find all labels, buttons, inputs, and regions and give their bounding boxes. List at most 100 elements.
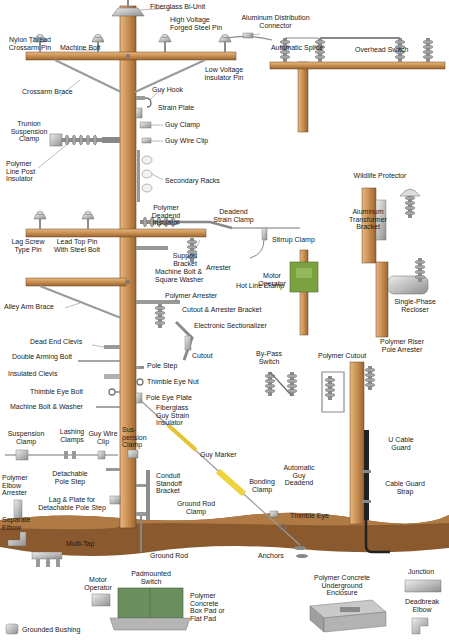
- part-label: Ground Rod: [150, 552, 200, 560]
- part-label: Conduit Standoff Bracket: [156, 472, 196, 495]
- part-label: Cable Guard Strap: [384, 480, 426, 495]
- middle-crossarm: [26, 229, 206, 237]
- lower-hardware: [137, 379, 143, 385]
- overhead-switch: [270, 38, 445, 132]
- guy-wire: [140, 400, 300, 545]
- part-label: Nylon Thread Crossarm Pin: [4, 36, 56, 51]
- part-label: By-Pass Switch: [252, 350, 286, 365]
- part-label: Guy Clamp: [165, 121, 215, 129]
- top-crossarm: [243, 33, 253, 38]
- part-label: Aluminum Transformer Bracket: [346, 208, 390, 231]
- part-label: Motor Operator: [82, 576, 114, 591]
- upper-hardware: [136, 108, 142, 118]
- riser-pole: [350, 362, 364, 524]
- alley-arm: [40, 286, 121, 318]
- guy-wire: [294, 546, 306, 550]
- cable-clamps: [5, 450, 138, 460]
- base-hardware: [146, 470, 150, 520]
- part-label: Bonding Clamp: [246, 478, 278, 493]
- leader-lines: [250, 34, 260, 35]
- part-label: Thimble Eye Bolt: [30, 388, 90, 396]
- part-label: Polymer Cutout: [318, 352, 378, 360]
- top-crossarm: [159, 35, 171, 53]
- part-label: Ground Rod Clamp: [176, 500, 216, 515]
- underground-parts: [8, 532, 26, 546]
- padmounted-switch: [110, 618, 190, 630]
- part-label: Arrester: [206, 264, 246, 272]
- part-label: Strain Plate: [158, 104, 208, 112]
- part-label: Electronic Sectionalizer: [194, 322, 284, 330]
- riser-pole: [366, 520, 390, 552]
- upper-hardware: [142, 156, 152, 164]
- lower-hardware: [109, 389, 115, 395]
- deadend-assembly: [180, 222, 232, 228]
- overhead-switch: [423, 38, 433, 62]
- lower-hardware: [115, 391, 120, 392]
- top-crossarm: [55, 60, 121, 92]
- ground: [0, 513, 449, 556]
- cable-clamps: [16, 450, 28, 460]
- switch-cutout: [265, 372, 344, 412]
- part-label: Automatic Guy Deadend: [282, 464, 316, 487]
- base-hardware: [106, 468, 120, 471]
- part-label: Guy Marker: [200, 451, 250, 459]
- part-label: Polymer Deadend Insulator: [138, 204, 194, 227]
- riser-pole: [362, 470, 371, 473]
- riser-pole: [350, 362, 390, 552]
- guy-wire: [270, 511, 278, 517]
- padmounted-switch: [150, 588, 151, 618]
- leader-lines: [196, 240, 200, 248]
- guy-wire: [280, 524, 286, 530]
- cable-clamps: [72, 451, 76, 459]
- enclosure: [310, 600, 386, 632]
- ground: [0, 513, 449, 529]
- cutout-assembly: [185, 336, 191, 350]
- leader-lines: [151, 125, 163, 126]
- middle-crossarm: [136, 246, 168, 250]
- underground-parts: [6, 624, 18, 634]
- part-label: Detachable Pole Step: [48, 470, 92, 485]
- underground-parts: [46, 559, 50, 567]
- part-label: Anchors: [258, 552, 298, 560]
- part-label: Junction: [408, 568, 448, 576]
- part-label: Double Arming Bolt: [12, 353, 78, 361]
- base-hardware: [106, 468, 150, 552]
- upper-hardware: [142, 138, 151, 143]
- part-label: Automatic Splice: [262, 44, 332, 52]
- cutout-assembly: [136, 300, 180, 304]
- part-label: Cutout: [192, 352, 232, 360]
- upper-hardware: [142, 184, 152, 192]
- recloser: [415, 258, 425, 282]
- switch-cutout: [325, 376, 335, 400]
- motor-operator: [290, 250, 318, 335]
- middle-crossarm: [34, 212, 46, 230]
- lower-hardware: [78, 360, 120, 362]
- part-label: Thimble Eye: [290, 512, 340, 520]
- part-label: Pole Step: [147, 362, 187, 370]
- part-label: Padmounted Switch: [128, 570, 174, 585]
- enclosure: [310, 606, 324, 632]
- upper-hardware: [136, 96, 145, 100]
- guy-wire: [218, 471, 244, 494]
- riser-pole: [365, 366, 375, 390]
- part-label: Lag Screw Type Pin: [10, 238, 46, 253]
- leader-lines: [65, 303, 80, 308]
- part-label: Secondary Racks: [165, 177, 230, 185]
- part-label: Wildlife Protector: [345, 172, 415, 180]
- main-pole: [120, 6, 136, 528]
- leader-lines: [140, 367, 144, 368]
- riser-pole: [364, 430, 369, 520]
- part-label: Trunion Suspension Clamp: [8, 120, 50, 143]
- middle-crossarm: [82, 212, 94, 230]
- upper-hardware: [142, 170, 152, 178]
- upper-hardware: [140, 122, 151, 128]
- motor-operator: [290, 262, 318, 292]
- guy-wire: [168, 425, 196, 450]
- part-label: Fiberglass Bi-Unit: [150, 3, 230, 11]
- cutout-assembly: [155, 304, 165, 328]
- part-label: Sus- pension Clamp: [122, 426, 150, 449]
- leader-lines: [151, 141, 163, 142]
- overhead-switch: [270, 62, 445, 69]
- upper-hardware: [137, 150, 140, 202]
- part-label: Stirrup Clamp: [272, 236, 327, 244]
